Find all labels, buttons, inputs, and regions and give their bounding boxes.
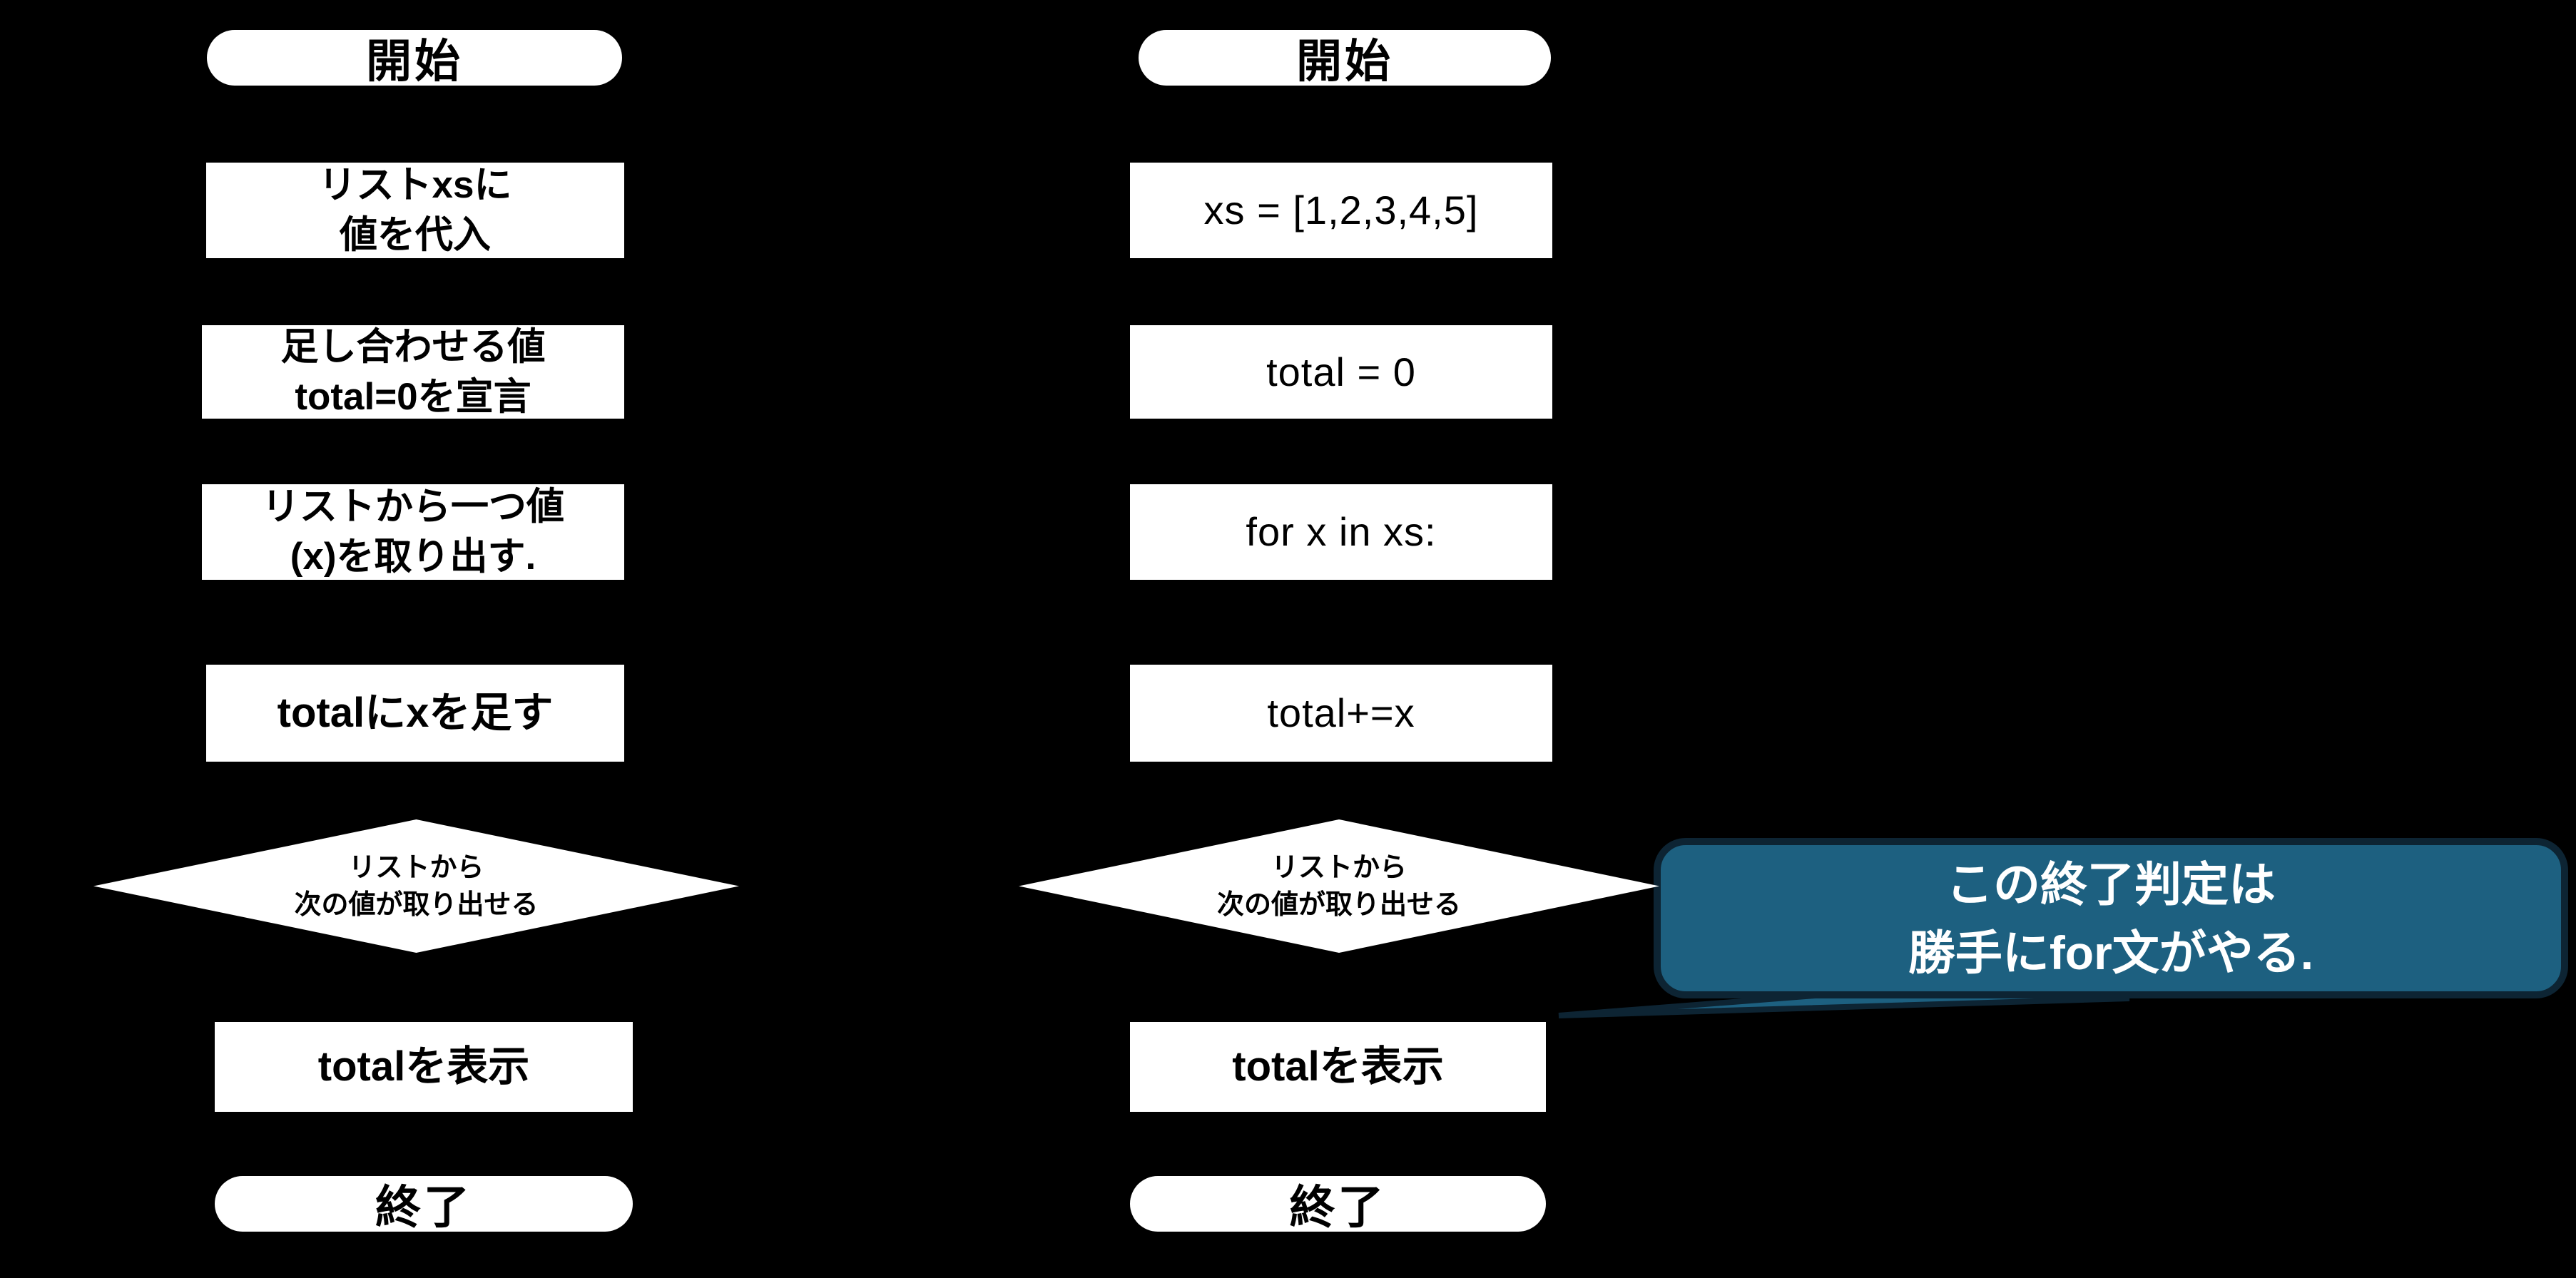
left-step-take-value-box: リストから一つ値 (x)を取り出す. [202,484,624,580]
left-decision-line1: リストから [348,852,484,883]
right-step3-line1: for x in xs: [1246,509,1437,554]
left-step3-line1: リストから一つ値 [262,486,564,528]
left-start-terminal: 開始 [207,30,622,87]
left-step1-line2: 値を代入 [340,214,491,256]
right-step5-line1: totalを表示 [1232,1043,1444,1090]
right-step-for-box: for x in xs: [1130,484,1552,580]
left-step2-line1: 足し合わせる値 [280,325,546,368]
left-step2-line2: total=0を宣言 [295,375,531,418]
right-end-label: 終了 [1289,1182,1387,1233]
right-step4-line1: total+=x [1267,690,1415,735]
left-end-label: 終了 [375,1182,472,1233]
for-loop-callout: この終了判定は 勝手にfor文がやる. [1654,838,2568,998]
right-step-plusequal-box: total+=x [1130,665,1552,762]
callout-line1: この終了判定は [1946,857,2276,911]
left-decision-diamond: リストから 次の値が取り出せる [93,819,739,953]
left-start-label: 開始 [366,36,463,87]
right-start-terminal: 開始 [1139,30,1551,87]
right-end-terminal: 終了 [1130,1176,1546,1233]
left-step-assign-list-box: リストxsに 値を代入 [206,163,624,258]
left-step-add-box: totalにxを足す [206,665,624,762]
left-step5-line1: totalを表示 [317,1043,530,1090]
left-step-declare-total-box: 足し合わせる値 total=0を宣言 [202,325,624,419]
right-decision-line1: リストから [1271,852,1407,883]
left-decision-line2: 次の値が取り出せる [294,889,539,920]
left-end-terminal: 終了 [215,1176,633,1233]
right-step1-line1: xs = [1,2,3,4,5] [1203,188,1479,232]
left-step4-line1: totalにxを足す [277,690,554,736]
right-decision-line2: 次の値が取り出せる [1216,889,1461,920]
left-step-display-box: totalを表示 [215,1022,633,1112]
left-step3-line2: (x)を取り出す. [290,536,536,578]
right-step-total0-box: total = 0 [1130,325,1552,419]
right-step-display-box: totalを表示 [1130,1022,1546,1112]
right-step2-line1: total = 0 [1266,349,1416,394]
right-decision-diamond: リストから 次の値が取り出せる [1019,819,1659,953]
right-start-label: 開始 [1296,36,1393,87]
callout-line2: 勝手にfor文がやる. [1908,926,2314,979]
left-step1-line1: リストxsに [318,164,512,206]
right-step-xs-box: xs = [1,2,3,4,5] [1130,163,1552,258]
